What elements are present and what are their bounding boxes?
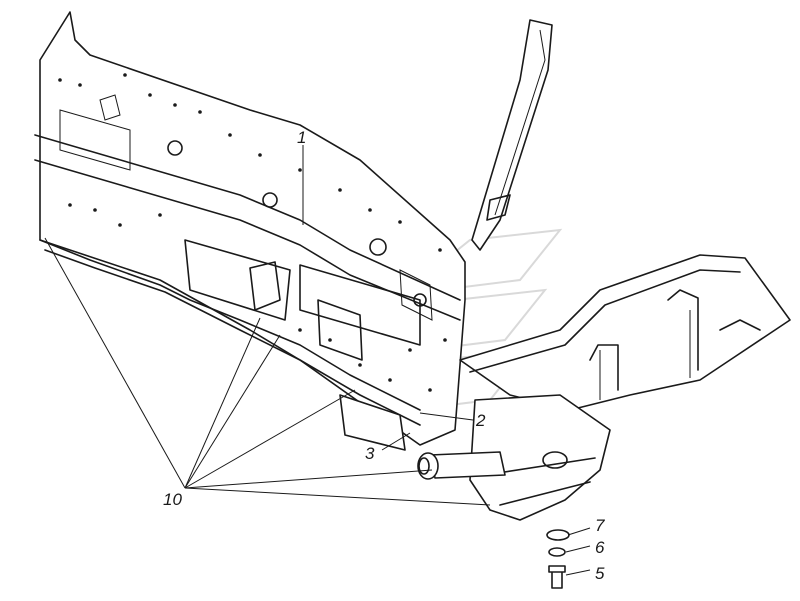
side-pillar [471,19,553,251]
spring-washer [548,547,566,557]
bracket-assembly [339,394,611,521]
panel-holes [58,73,447,392]
callout-7: 7 [595,516,605,535]
front-panel [34,11,466,446]
leader-lines [44,145,591,576]
callout-1: 1 [297,128,306,147]
bolt [548,565,566,589]
callout-2: 2 [475,411,486,430]
flat-washer [546,529,570,541]
callout-5: 5 [595,564,605,583]
floor-member [459,254,791,411]
callout-3: 3 [365,444,375,463]
callout-6: 6 [595,538,605,557]
callout-10: 10 [163,490,182,509]
